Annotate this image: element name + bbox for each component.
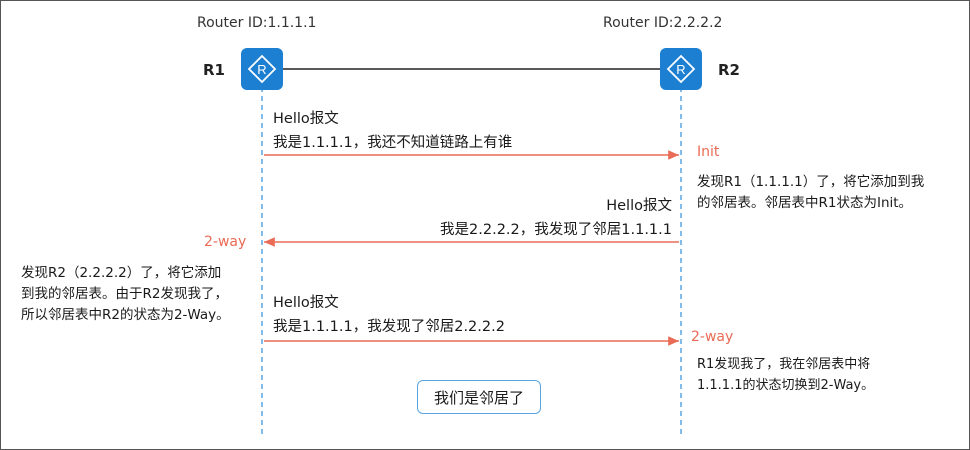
hello1-message: Hello报文 我是1.1.1.1，我还不知道链路上有谁 (273, 107, 512, 155)
hello2-title: Hello报文 (606, 198, 672, 214)
r2-note-init-line1: 发现R1（1.1.1.1）了，将它添加到我 (697, 174, 925, 190)
r1-two-way-state: 2-way (204, 234, 247, 250)
r2-note-init-line2: 的邻居表。邻居表中R1状态为Init。 (697, 195, 913, 211)
r1-note-line1: 发现R2（2.2.2.2）了，将它添加 (21, 265, 222, 281)
r2-two-way-state: 2-way (691, 329, 734, 345)
hello2-body: 我是2.2.2.2，我发现了邻居1.1.1.1 (440, 222, 672, 238)
r1-note-line2: 到我的邻居表。由于R2发现我了， (21, 286, 228, 302)
r2-name: R2 (718, 61, 740, 79)
r1-note: 发现R2（2.2.2.2）了，将它添加 到我的邻居表。由于R2发现我了， 所以邻… (21, 263, 230, 326)
r1-note-line3: 所以邻居表中R2的状态为2-Way。 (21, 307, 230, 323)
r1-name: R1 (203, 61, 225, 79)
r2-note-init: 发现R1（1.1.1.1）了，将它添加到我 的邻居表。邻居表中R1状态为Init… (697, 172, 924, 214)
hello3-body: 我是1.1.1.1，我发现了邻居2.2.2.2 (273, 319, 505, 335)
neighbor-summary-badge: 我们是邻居了 (417, 380, 541, 414)
r2-note-two-way-line2: 1.1.1.1的状态切换到2-Way。 (697, 378, 875, 393)
r2-init-state: Init (697, 144, 720, 160)
r2-router-icon: R (660, 48, 702, 90)
r1-router-id: Router ID:1.1.1.1 (197, 15, 317, 31)
r2-note-two-way: R1发现我了，我在邻居表中将 1.1.1.1的状态切换到2-Way。 (697, 354, 874, 396)
r2-note-two-way-line1: R1发现我了，我在邻居表中将 (697, 357, 871, 372)
r2-icon-letter: R (676, 62, 685, 77)
hello1-title: Hello报文 (273, 111, 339, 127)
hello2-message: Hello报文 我是2.2.2.2，我发现了邻居1.1.1.1 (440, 194, 672, 242)
hello3-message: Hello报文 我是1.1.1.1，我发现了邻居2.2.2.2 (273, 291, 505, 339)
r1-icon-letter: R (257, 62, 266, 77)
r2-router-id: Router ID:2.2.2.2 (603, 15, 723, 31)
hello1-body: 我是1.1.1.1，我还不知道链路上有谁 (273, 135, 513, 151)
r1-router-icon: R (241, 48, 283, 90)
hello3-title: Hello报文 (273, 295, 339, 311)
